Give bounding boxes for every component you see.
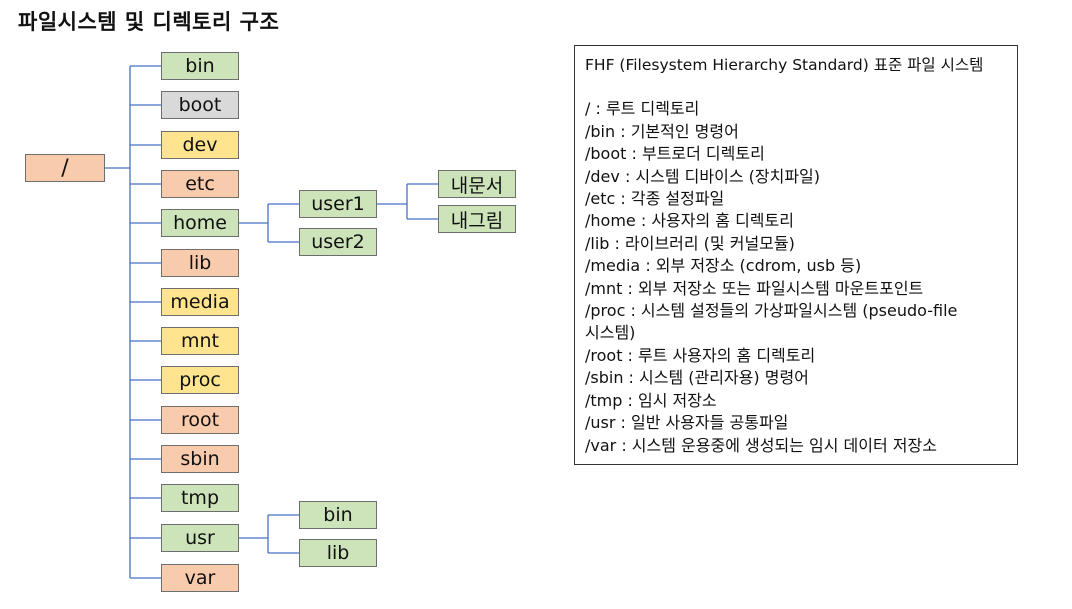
node-dev: dev xyxy=(161,131,239,159)
node-boot: boot xyxy=(161,91,239,119)
node-var: var xyxy=(161,564,239,592)
node-proc: proc xyxy=(161,366,239,394)
node-home: home xyxy=(161,209,239,237)
description-line: /sbin : 시스템 (관리자용) 명령어 xyxy=(585,368,809,388)
description-line: /dev : 시스템 디바이스 (장치파일) xyxy=(585,166,820,186)
page-title: 파일시스템 및 디렉토리 구조 xyxy=(18,10,280,34)
node-usr-bin: bin xyxy=(299,501,377,529)
description-line: 시스템) xyxy=(585,323,636,343)
node-usr-lib: lib xyxy=(299,539,377,567)
description-line: /media : 외부 저장소 (cdrom, usb 등) xyxy=(585,256,862,276)
description-line: /usr : 일반 사용자들 공통파일 xyxy=(585,413,789,433)
fhs-description-box: FHF (Filesystem Hierarchy Standard) 표준 파… xyxy=(574,45,1018,465)
node-user2: user2 xyxy=(299,228,377,256)
description-line: / : 루트 디렉토리 xyxy=(585,99,700,119)
node-tmp: tmp xyxy=(161,484,239,512)
description-line: /lib : 라이브러리 (및 커널모듈) xyxy=(585,233,795,253)
description-line: /root : 루트 사용자의 홈 디렉토리 xyxy=(585,345,816,365)
node-my-pictures: 내그림 xyxy=(438,205,516,233)
description-line: /tmp : 임시 저장소 xyxy=(585,390,717,410)
node-media: media xyxy=(161,288,239,316)
description-line: /mnt : 외부 저장소 또는 파일시스템 마운트포인트 xyxy=(585,278,924,298)
description-line: /boot : 부트로더 디렉토리 xyxy=(585,144,765,164)
description-line: /var : 시스템 운용중에 생성되는 임시 데이터 저장소 xyxy=(585,435,937,455)
description-line: /proc : 시스템 설정들의 가상파일시스템 (pseudo-file xyxy=(585,301,958,321)
node-mnt: mnt xyxy=(161,327,239,355)
node-user1: user1 xyxy=(299,190,377,218)
node-my-documents: 내문서 xyxy=(438,170,516,198)
description-line: /etc : 각종 설정파일 xyxy=(585,189,725,209)
node-lib: lib xyxy=(161,249,239,277)
description-line: /home : 사용자의 홈 디렉토리 xyxy=(585,211,794,231)
node-usr: usr xyxy=(161,524,239,552)
node-root-dir: root xyxy=(161,406,239,434)
description-heading: FHF (Filesystem Hierarchy Standard) 표준 파… xyxy=(585,56,984,74)
description-line: /bin : 기본적인 명령어 xyxy=(585,121,739,141)
node-etc: etc xyxy=(161,170,239,198)
node-sbin: sbin xyxy=(161,445,239,473)
node-root: / xyxy=(25,154,105,182)
node-bin: bin xyxy=(161,52,239,80)
